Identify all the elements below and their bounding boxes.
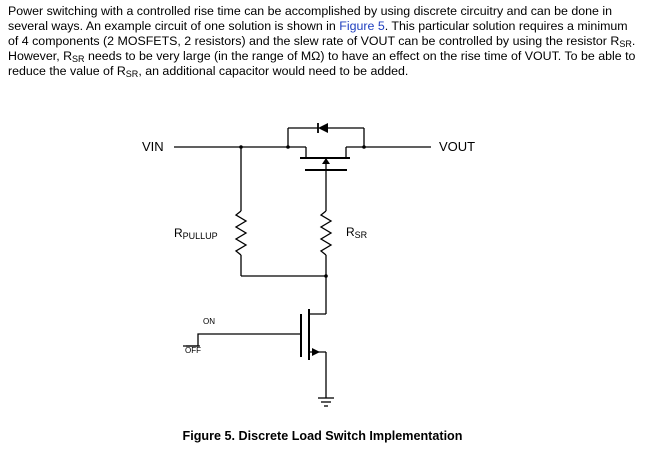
paragraph-text: needs to be very large (in the range of … [8,49,636,78]
paragraph-text: Power switching with a controlled rise t… [8,4,613,33]
node-dot [239,145,243,149]
on-label: ON [203,317,215,326]
ground-symbol [318,397,334,407]
node-dot [324,274,328,278]
node-dot [286,145,290,149]
nmos-arrow-icon [312,348,320,356]
figure-5-link[interactable]: Figure 5 [339,19,385,33]
paragraph-text: , an additional capacitor would need to … [138,64,409,78]
subscript: SR [72,54,85,64]
vout-label: VOUT [439,139,475,154]
description-paragraph: Power switching with a controlled rise t… [8,4,638,79]
paragraph-text: . However, R [8,34,636,63]
rpullup-label: RPULLUP [174,226,218,241]
pmos-switch [300,147,350,171]
paragraph-text: . This particular solution requires a mi… [8,19,628,48]
rsr-label: RSR [346,225,368,240]
pmos-arrow-icon [322,158,330,164]
rpullup-resistor [234,210,248,256]
rsr-resistor [319,210,333,256]
vin-label: VIN [142,139,164,154]
nmos-transistor [300,276,327,398]
figure-caption: Figure 5. Discrete Load Switch Implement… [182,429,463,443]
node-dot [362,145,366,149]
off-label: OFF [185,346,201,355]
body-diode [287,123,365,147]
gate-control-signal [186,333,301,347]
subscript: SR [619,39,632,49]
subscript: SR [125,69,139,79]
diode-arrow-icon [318,123,328,133]
